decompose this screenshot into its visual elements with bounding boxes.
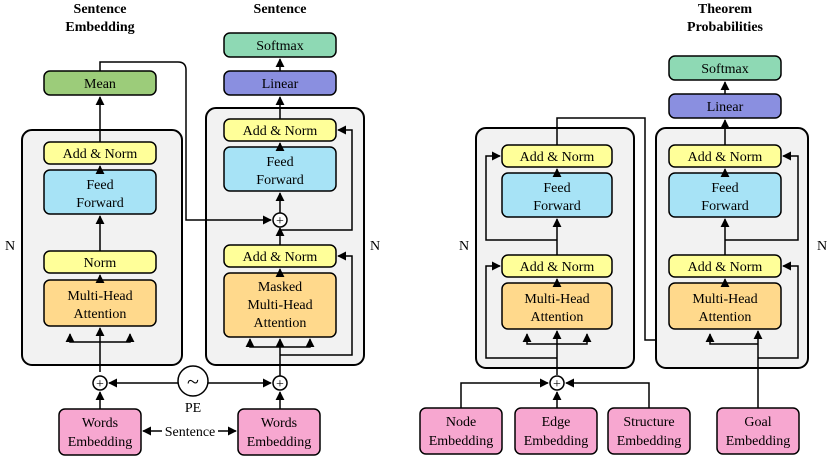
right-softmax-box (668, 55, 782, 81)
edge-embedding-box (514, 407, 598, 455)
mean-label: Mean (84, 77, 116, 92)
edge-embedding-line1: Edge (542, 415, 571, 430)
left-dec-mmha-line2: Multi-Head (247, 298, 312, 313)
left-dec-ff-line2: Forward (256, 173, 303, 188)
left-softmax-label: Softmax (256, 39, 303, 54)
left-encoder-arrows (65, 96, 135, 372)
right-decoder-n-label: N (817, 239, 827, 254)
right-dec-ff-line1: Feed (711, 181, 738, 196)
left-decoder-title: Sentence (254, 2, 307, 17)
left-title-line2: Embedding (65, 20, 134, 35)
wave-icon: ~ (187, 369, 199, 394)
structure-embedding-line1: Structure (623, 415, 674, 430)
left-enc-norm-label: Norm (84, 256, 117, 271)
left-words-embedding-line2: Embedding (68, 435, 133, 450)
edge-embedding-line2: Embedding (524, 434, 589, 449)
left-enc-add-circle (92, 375, 108, 391)
right-enc-ff-line1: Feed (543, 181, 570, 196)
left-dec-addnorm-bottom-label: Add & Norm (243, 250, 318, 265)
right-title-line2: Probabilities (687, 20, 764, 35)
right-enc-add-circle (549, 375, 565, 391)
left-dec-input-add-circle (272, 375, 288, 391)
node-embedding-line1: Node (446, 415, 476, 430)
left-softmax-box (223, 32, 337, 58)
left-dec-mmha-line1: Masked (258, 280, 302, 295)
left-enc-mha-line2: Attention (74, 307, 127, 322)
left-enc-mha-line1: Multi-Head (67, 289, 132, 304)
left-dec-mmha-line3: Attention (254, 316, 307, 331)
right-words-embedding-line1: Words (261, 416, 297, 431)
right-words-embedding-box (237, 408, 321, 456)
left-enc-addnorm-label: Add & Norm (63, 147, 138, 162)
left-linear-label: Linear (262, 77, 299, 92)
pe-label: PE (185, 401, 201, 416)
left-dec-plus-sign: + (276, 214, 284, 229)
right-dec-mha-line1: Multi-Head (692, 292, 757, 307)
left-title-line1: Sentence (74, 2, 127, 17)
right-dec-ff-line2: Forward (701, 199, 748, 214)
right-words-embedding-line2: Embedding (247, 435, 312, 450)
right-decoder-arrows (705, 81, 799, 408)
goal-embedding-line1: Goal (744, 415, 771, 430)
node-embedding-line2: Embedding (429, 434, 494, 449)
left-dec-ff-line1: Feed (266, 155, 293, 170)
right-enc-plus-sign: + (553, 377, 561, 392)
goal-embedding-box (716, 407, 800, 455)
left-words-embedding-line1: Words (82, 416, 118, 431)
right-title-line1: Theorem (698, 2, 753, 17)
right-bottom-arrows (460, 378, 650, 408)
sentence-label: Sentence (165, 425, 216, 440)
left-enc-ff-line2: Forward (76, 196, 123, 211)
left-encoder-n-label: N (5, 239, 15, 254)
right-enc-mha-line2: Attention (531, 310, 584, 325)
left-dec-addnorm-top-label: Add & Norm (243, 124, 318, 139)
left-decoder-arrows (99, 58, 353, 376)
left-encoder-panel (21, 129, 183, 366)
right-enc-ff-line2: Forward (533, 199, 580, 214)
left-dec-input-plus-sign: + (276, 377, 284, 392)
right-softmax-label: Softmax (701, 62, 748, 77)
left-enc-ff-line1: Feed (86, 178, 113, 193)
right-dec-mha-line2: Attention (699, 310, 752, 325)
goal-embedding-line2: Embedding (726, 434, 791, 449)
left-enc-plus-sign: + (96, 377, 104, 392)
right-enc-mha-line1: Multi-Head (524, 292, 589, 307)
right-linear-label: Linear (707, 100, 744, 115)
right-enc-addnorm-bottom-label: Add & Norm (520, 260, 595, 275)
positional-encoding-circle (177, 365, 209, 397)
structure-embedding-line2: Embedding (617, 434, 682, 449)
right-encoder-n-label: N (459, 239, 469, 254)
right-dec-addnorm-bottom-label: Add & Norm (688, 260, 763, 275)
right-enc-addnorm-top-label: Add & Norm (520, 150, 595, 165)
right-dec-addnorm-top-label: Add & Norm (688, 150, 763, 165)
left-decoder-n-label: N (370, 239, 380, 254)
left-bottom-arrows (95, 378, 285, 436)
